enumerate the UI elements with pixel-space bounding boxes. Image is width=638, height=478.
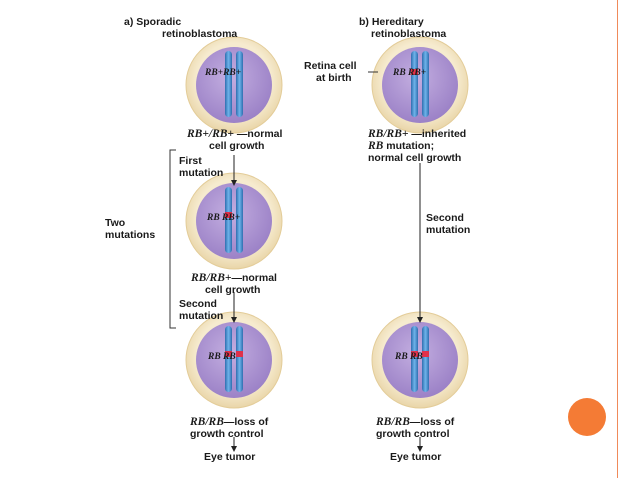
cell-a3-label: RB RB — [208, 352, 236, 362]
cell-a3 — [185, 311, 283, 409]
genotype-a2: RB/RB+—normal cell growth — [191, 272, 277, 296]
panel-b-title: b) Hereditary retinoblastoma — [359, 16, 447, 40]
first-mutation-label: First mutation — [179, 155, 224, 179]
slide-border-line — [617, 0, 618, 478]
genotype-a1: RB+/RB+ —normal cell growth — [187, 128, 283, 152]
outcome-b: Eye tumor — [390, 451, 442, 463]
cell-a1 — [185, 36, 283, 134]
outcome-a: Eye tumor — [204, 451, 256, 463]
panel-a-title: a) Sporadic retinoblastoma — [124, 16, 238, 40]
cell-a1-label: RB+RB+ — [205, 68, 242, 78]
cell-b2 — [371, 311, 469, 409]
genotype-a3: RB/RB—loss of growth control — [190, 416, 269, 440]
two-mutations-label: Two mutations — [105, 217, 156, 241]
second-mutation-label-b: Second mutation — [426, 212, 471, 236]
cell-b2-label: RB RB — [395, 352, 423, 362]
retina-cell-label: Retina cell at birth — [304, 60, 357, 84]
genotype-b1: RB/RB+ —inherited RB mutation; normal ce… — [368, 128, 467, 164]
cell-a2-label: RB RB+ — [207, 213, 241, 223]
cell-b1-label: RB RB+ — [393, 68, 427, 78]
genotype-b2: RB/RB—loss of growth control — [376, 416, 455, 440]
second-mutation-label-a: Second mutation — [179, 298, 224, 322]
cell-b1 — [371, 36, 469, 134]
two-mutations-bracket — [169, 149, 176, 329]
slide-decoration-dot — [568, 398, 606, 436]
mutation-mark — [225, 212, 232, 218]
